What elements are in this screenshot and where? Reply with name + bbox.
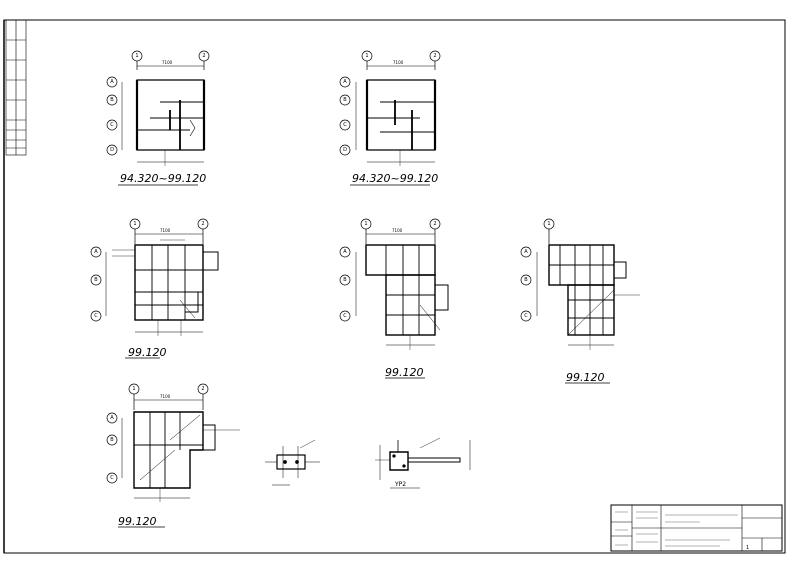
plan-2-title: 94.320~99.120 bbox=[352, 172, 438, 185]
plan-5-grid-b: B bbox=[524, 277, 528, 283]
plan-5-title: 99.120 bbox=[566, 371, 605, 384]
plan-6-grid-2: 2 bbox=[201, 386, 204, 392]
plan-4-dim-top: 7100 bbox=[392, 228, 403, 233]
plan-1-grid-2: 2 bbox=[202, 53, 205, 59]
plan-2 bbox=[339, 50, 441, 186]
plan-3-grid-a: A bbox=[94, 249, 98, 255]
plan-4-title: 99.120 bbox=[385, 366, 424, 379]
plan-6-grid-c: C bbox=[110, 475, 114, 481]
title-block-stamp: 1 bbox=[746, 545, 749, 551]
plan-6-grid-a: A bbox=[110, 415, 114, 421]
plan-2-grid-1: 1 bbox=[365, 53, 368, 59]
plan-3-grid-b: B bbox=[94, 277, 98, 283]
plan-2-grid-a: A bbox=[343, 79, 347, 85]
plan-6-title: 99.120 bbox=[118, 515, 157, 528]
plan-4-grid-b: B bbox=[343, 277, 347, 283]
plan-5-grid-a: A bbox=[524, 249, 528, 255]
detail-1 bbox=[265, 439, 320, 486]
plan-1-grid-a: A bbox=[110, 79, 114, 85]
plan-2-grid-2: 2 bbox=[433, 53, 436, 59]
detail-2-title: YP2 bbox=[394, 481, 406, 488]
plan-3-grid-2: 2 bbox=[201, 221, 204, 227]
plan-3-title: 99.120 bbox=[128, 346, 167, 359]
plan-5 bbox=[520, 218, 640, 384]
plan-6-grid-1: 1 bbox=[132, 386, 135, 392]
plan-4-grid-1: 1 bbox=[364, 221, 367, 227]
plan-4-grid-a: A bbox=[343, 249, 347, 255]
plan-3 bbox=[90, 218, 219, 359]
plan-1-grid-c: C bbox=[110, 122, 114, 128]
sheet-border bbox=[3, 19, 786, 554]
plan-1-grid-b: B bbox=[110, 97, 114, 103]
plan-5-grid-1: 1 bbox=[547, 221, 550, 227]
plan-3-grid-1: 1 bbox=[133, 221, 136, 227]
plan-6-grid-b: B bbox=[110, 437, 114, 443]
plan-6-dim-top: 7100 bbox=[160, 394, 171, 399]
plan-4 bbox=[339, 218, 449, 379]
detail-2 bbox=[375, 437, 471, 489]
title-block bbox=[610, 504, 783, 552]
plan-3-dim-top: 7100 bbox=[160, 228, 171, 233]
plan-1-title: 94.320~99.120 bbox=[120, 172, 206, 185]
plan-1-grid-d: D bbox=[110, 147, 114, 153]
plan-6 bbox=[106, 383, 240, 528]
plan-2-grid-b: B bbox=[343, 97, 347, 103]
plan-4-grid-2: 2 bbox=[433, 221, 436, 227]
plan-1 bbox=[106, 50, 210, 186]
plan-3-grid-c: C bbox=[94, 313, 98, 319]
binding-strip bbox=[5, 19, 27, 156]
plan-1-grid-1: 1 bbox=[135, 53, 138, 59]
plan-2-grid-c: C bbox=[343, 122, 347, 128]
plan-2-dim-top: 7100 bbox=[393, 60, 404, 65]
plan-5-grid-c: C bbox=[524, 313, 528, 319]
plan-1-dim-top: 7100 bbox=[162, 60, 173, 65]
plan-4-grid-c: C bbox=[343, 313, 347, 319]
plan-2-grid-d: D bbox=[343, 147, 347, 153]
